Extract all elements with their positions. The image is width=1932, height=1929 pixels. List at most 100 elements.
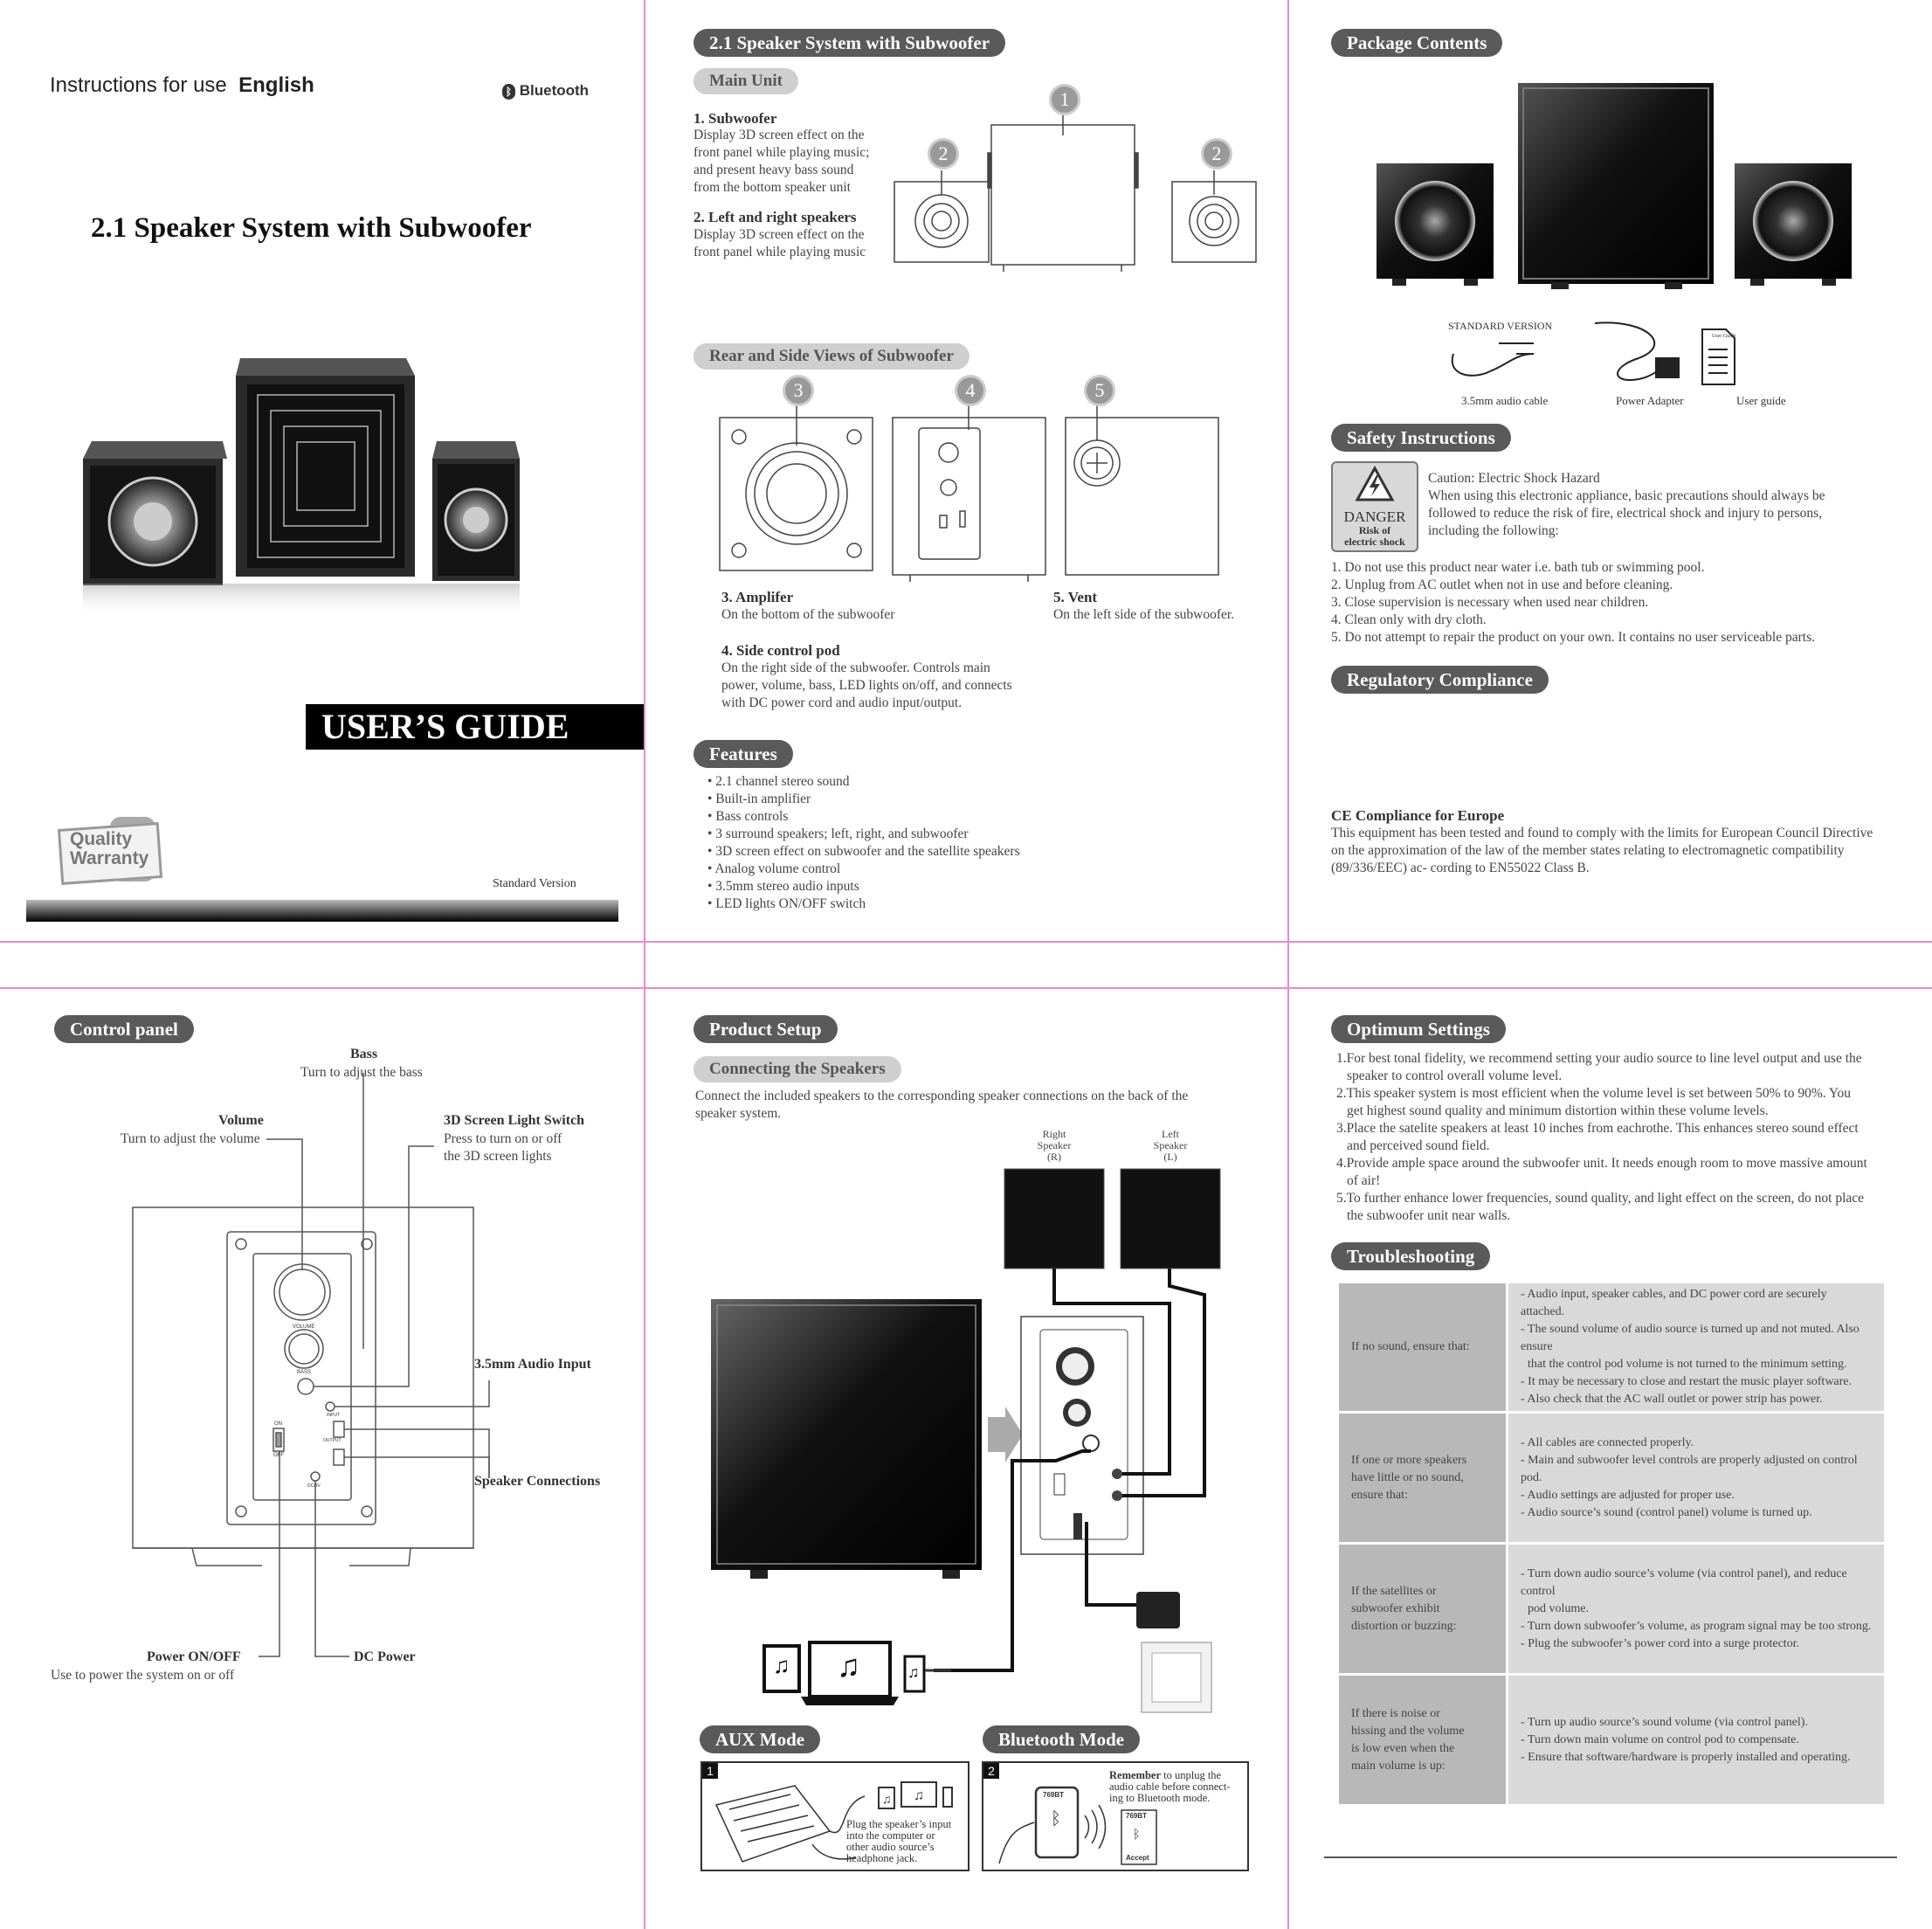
features-list: • 2.1 channel stereo sound • Built-in am… [707,773,1020,913]
troubleshooting-table: If no sound, ensure that: - Audio input,… [1336,1281,1887,1807]
panel-input-mark: INPUT [327,1413,340,1418]
optimum-line: 3.Place the satelite speakers at least 1… [1336,1121,1859,1136]
volume-label: Volume [218,1113,264,1128]
panel-dc-mark: DC/9V [307,1483,321,1489]
svg-text:♫: ♫ [882,1794,892,1807]
instructions-heading: Instructions for use English [50,73,314,98]
right-speaker-line: Right [1042,1128,1066,1140]
left-speaker-line: Speaker [1153,1139,1188,1151]
aux-illustration: ♫♫ [714,1781,953,1863]
caution-line: When using this electronic appliance, ba… [1428,488,1825,503]
condition-line: subwoofer exhibit [1351,1601,1440,1615]
safety-item: 2. Unplug from AC outlet when not in use… [1331,577,1673,592]
condition-cell: If one or more speakers have little or n… [1336,1411,1508,1545]
condition-line: distortion or buzzing: [1351,1619,1457,1633]
item1-line: from the bottom speaker unit [693,180,851,195]
phone-music-icon: ♫ [907,1663,920,1681]
solution-cell: - All cables are connected properly. - M… [1506,1411,1887,1545]
bluetooth-logo: ᛒ Bluetooth [502,82,589,100]
dc-power-label: DC Power [354,1649,416,1664]
quality-warranty-badge: Quality Warranty [57,817,169,885]
section-product-setup: Product Setup [693,1015,838,1043]
setup-wiring-diagram [711,1168,1221,1713]
optimum-line: the subwoofer unit near walls. [1347,1208,1511,1223]
adapter-label: Power Adapter [1616,394,1684,407]
condition-line: have little or no sound, [1351,1470,1464,1484]
solution-cell: - Turn down audio source’s volume (via c… [1506,1542,1887,1676]
optimum-line: 2.This speaker system is most efficient … [1336,1086,1852,1101]
bt-device-popup: 769BT [1126,1812,1148,1820]
ce-title: CE Compliance for Europe [1331,807,1505,824]
solution-line: that the control pod volume is not turne… [1528,1358,1847,1371]
power-label: Power ON/OFF [147,1649,241,1664]
callout-4: 4 [955,375,986,406]
bass-desc: Turn to adjust the bass [300,1065,423,1080]
left-speaker-line: (L) [1163,1151,1177,1163]
accessories-illustration [1451,322,1735,385]
condition-line: is low even when the [1351,1741,1455,1755]
users-guide-banner [306,704,644,750]
volume-desc: Turn to adjust the volume [121,1131,260,1146]
table-row: If the satellites or subwoofer exhibit d… [1336,1542,1887,1676]
cable-label: 3.5mm audio cable [1461,394,1549,407]
aux-instruction: Plug the speaker’s input into the comput… [846,1819,951,1864]
solution-line: - Main and subwoofer level controls are … [1521,1453,1858,1484]
section-regulatory: Regulatory Compliance [1331,666,1549,694]
guide-label: User guide [1736,394,1786,407]
solution-cell: - Turn up audio source’s sound volume (v… [1506,1673,1887,1807]
item2-desc: Display 3D screen effect on the front pa… [693,226,866,261]
item1-title: 1. Subwoofer [693,110,777,127]
callout-3: 3 [783,375,814,406]
left-speaker-line: Left [1162,1128,1179,1140]
right-speaker-line: Speaker [1037,1139,1072,1151]
section-safety: Safety Instructions [1331,424,1511,452]
bt-remember: Remember [1109,1769,1161,1781]
bluetooth-text: Bluetooth [519,82,590,99]
table-row: If there is noise or hissing and the vol… [1336,1673,1887,1807]
section-troubleshooting: Troubleshooting [1331,1242,1491,1270]
solution-line: - The sound volume of audio source is tu… [1521,1323,1860,1353]
optimum-item: 5.To further enhance lower frequencies, … [1336,1190,1867,1225]
solution-line: - Audio input, speaker cables, and DC po… [1521,1288,1827,1318]
panel-volume-mark: VOLUME [293,1324,315,1330]
optimum-item: 1.For best tonal fidelity, we recommend … [1336,1050,1867,1085]
warranty-text: Warranty [70,848,149,868]
setup-intro-line: speaker system. [695,1106,782,1121]
bt-illustration: ᛒ ᛒ [998,1786,1157,1865]
table-row: If no sound, ensure that: - Audio input,… [1336,1281,1887,1414]
aux-line: headphone jack. [846,1852,918,1864]
feature-item: • Analog volume control [707,861,841,876]
risk-line-1: Risk of [1358,524,1391,536]
item4-line: with DC power cord and audio input/outpu… [721,695,963,710]
bt-device-phone: 769BT [1043,1791,1065,1799]
section-optimum-settings: Optimum Settings [1331,1015,1506,1043]
svg-text:ᛒ: ᛒ [1051,1808,1061,1829]
divider-h2 [0,987,1932,989]
optimum-line: get highest sound quality and minimum di… [1347,1103,1769,1118]
solution-line: - Turn up audio source’s sound volume (v… [1521,1715,1808,1729]
panel-off-mark: OFF [273,1453,284,1458]
section-control-panel: Control panel [54,1015,194,1043]
right-speaker-line: (R) [1047,1151,1061,1163]
callout-2-right: 2 [1201,138,1232,169]
user-guide-icon-label: User Guide [1712,334,1736,339]
warning-triangle-icon [1355,465,1395,501]
feature-item: • 3 surround speakers; left, right, and … [707,826,969,841]
item2-line: front panel while playing music [693,245,866,259]
aux-line: other audio source’s [846,1841,935,1853]
condition-line: main volume is up: [1351,1759,1446,1773]
cover-speakers-image [83,358,520,619]
bluetooth-box: 2 Remember to unplug the audio cable bef… [982,1761,1249,1871]
caution-title: Caution: Electric Shock Hazard [1428,471,1600,486]
item1-line: Display 3D screen effect on the [693,128,865,142]
item1-line: and present heavy bass sound [693,162,854,177]
item1-desc: Display 3D screen effect on the front pa… [693,127,869,197]
optimum-line: of air! [1347,1173,1381,1188]
laptop-music-icon: ♫ [837,1649,860,1684]
tablet-music-icon: ♫ [773,1653,790,1678]
optimum-line: 5.To further enhance lower frequencies, … [1336,1191,1865,1206]
solution-line: - Also check that the AC wall outlet or … [1521,1393,1823,1406]
caution-line: followed to reduce the risk of fire, ele… [1428,506,1823,521]
optimum-line: speaker to control overall volume level. [1347,1068,1563,1083]
bt-line-first: Remember to unplug the [1109,1770,1230,1781]
